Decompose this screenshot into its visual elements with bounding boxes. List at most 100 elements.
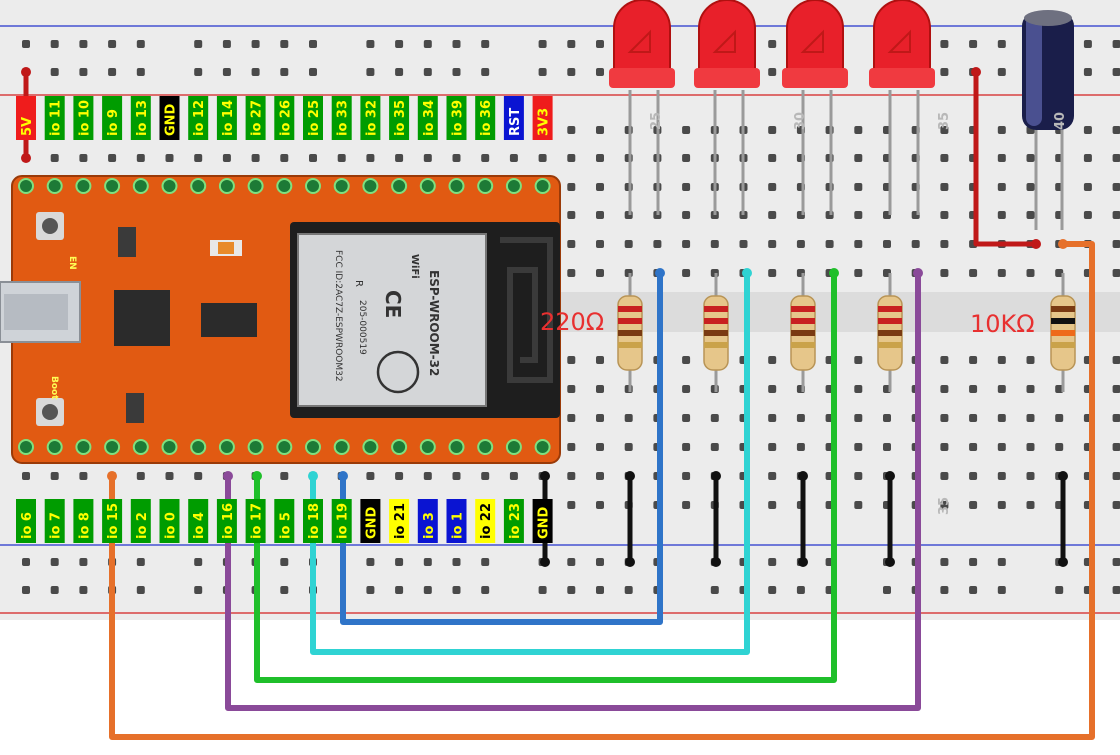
breadboard-hole (194, 558, 203, 566)
breadboard-hole (452, 154, 461, 162)
bottom-pin-bg (360, 499, 381, 543)
breadboard-hole (251, 154, 260, 162)
breadboard-hole (1083, 68, 1092, 76)
breadboard-hole (854, 211, 863, 219)
breadboard-hole (997, 68, 1006, 76)
breadboard-hole (596, 472, 604, 480)
breadboard-hole (854, 269, 863, 277)
breadboard-hole (538, 586, 547, 594)
resistor-220-band (791, 342, 815, 348)
top-pin-text: io 11 (49, 100, 64, 136)
resistor-220-band (618, 306, 642, 312)
breadboard-hole (366, 586, 375, 594)
breadboard-hole (395, 154, 404, 162)
breadboard-hole (854, 356, 863, 364)
breadboard-hole (997, 269, 1006, 277)
breadboard-hole (825, 240, 834, 248)
header-pin-bottom (276, 439, 293, 455)
wire-green (254, 270, 837, 683)
breadboard-hole (50, 472, 59, 480)
bottom-pin-text: io 8 (77, 512, 92, 539)
breadboard-hole (854, 443, 863, 451)
breadboard-hole (997, 385, 1006, 393)
breadboard-hole (854, 183, 863, 191)
breadboard-hole (1026, 269, 1035, 277)
breadboard-hole (682, 269, 691, 277)
top-pin-text: io 9 (106, 109, 121, 136)
header-pin-bottom (305, 439, 321, 455)
top-pin-text: io 36 (479, 100, 494, 136)
bottom-pin-bg (73, 499, 94, 543)
bottom-pin-text: GND (537, 506, 552, 539)
breadboard-hole (854, 414, 863, 422)
breadboard-hole (1026, 414, 1035, 422)
bottom-pin-bg (188, 499, 209, 543)
column-number: 40 (1053, 112, 1068, 130)
bottom-pin-bg (303, 499, 323, 543)
breadboard-hole (596, 586, 604, 594)
breadboard-hole (280, 68, 289, 76)
breadboard-hole (883, 240, 891, 248)
wire-5v-red-end (21, 153, 31, 163)
top-pin-bg (503, 96, 524, 140)
top-pin-bg (188, 96, 209, 140)
regulator-chip (201, 303, 257, 337)
espressif-logo (376, 350, 420, 394)
header-pin-top (218, 178, 235, 194)
breadboard-hole (969, 443, 978, 451)
breadboard-hole (423, 558, 432, 566)
resistor-10k-band (1051, 306, 1075, 312)
breadboard-hole (997, 211, 1006, 219)
breadboard-hole (222, 68, 231, 76)
breadboard-hole (567, 356, 576, 364)
usb-uart-chip (114, 290, 170, 346)
breadboard-hole (1112, 501, 1120, 509)
breadboard-hole (768, 269, 777, 277)
ce-mark: CE (381, 290, 405, 318)
bottom-pin-bg (389, 499, 410, 543)
breadboard-hole (768, 68, 777, 76)
wire-cap-red (973, 69, 1039, 247)
header-pin-top (391, 178, 408, 194)
bottom-pin-bg (245, 499, 266, 543)
breadboard-hole (136, 472, 145, 480)
wire-ground-black-end (1058, 557, 1068, 567)
breadboard-hole (22, 40, 30, 48)
breadboard-hole (969, 558, 978, 566)
jumper-wires (21, 67, 1095, 740)
breadboard-hole (1112, 558, 1120, 566)
bottom-pin-bg (274, 499, 295, 543)
header-pin-bottom (333, 439, 350, 455)
breadboard-hole (997, 586, 1006, 594)
breadboard-hole (108, 40, 117, 48)
breadboard-hole (997, 558, 1006, 566)
breadboard-hole (567, 269, 576, 277)
top-pin-bg (389, 96, 410, 140)
top-pin-bg (159, 96, 180, 140)
header-pin-bottom (419, 439, 436, 455)
wire-ground-black-end (625, 557, 635, 567)
wire-cyan-end (742, 268, 752, 278)
breadboard-hole (567, 211, 576, 219)
bottom-pin-bg (417, 499, 438, 543)
top-pin-text: io 39 (451, 100, 466, 136)
breadboard-hole (940, 154, 949, 162)
breadboard-hole (22, 586, 30, 594)
bottom-pin-text: io 4 (192, 512, 207, 539)
breadboard-hole (1083, 126, 1092, 134)
header-pin-top (505, 178, 522, 194)
breadboard-hole (1112, 356, 1120, 364)
breadboard-hole (940, 501, 949, 509)
module-shield (297, 233, 487, 407)
led-die (627, 29, 651, 53)
breadboard-hole (452, 472, 461, 480)
breadboard-hole (940, 385, 949, 393)
wire-5v-red-end (21, 67, 31, 77)
header-pin-top (362, 178, 379, 194)
breadboard-hole (50, 154, 59, 162)
breadboard-hole (79, 68, 88, 76)
breadboard-hole (997, 414, 1006, 422)
breadboard-hole (538, 40, 547, 48)
breadboard-hole (768, 385, 777, 393)
